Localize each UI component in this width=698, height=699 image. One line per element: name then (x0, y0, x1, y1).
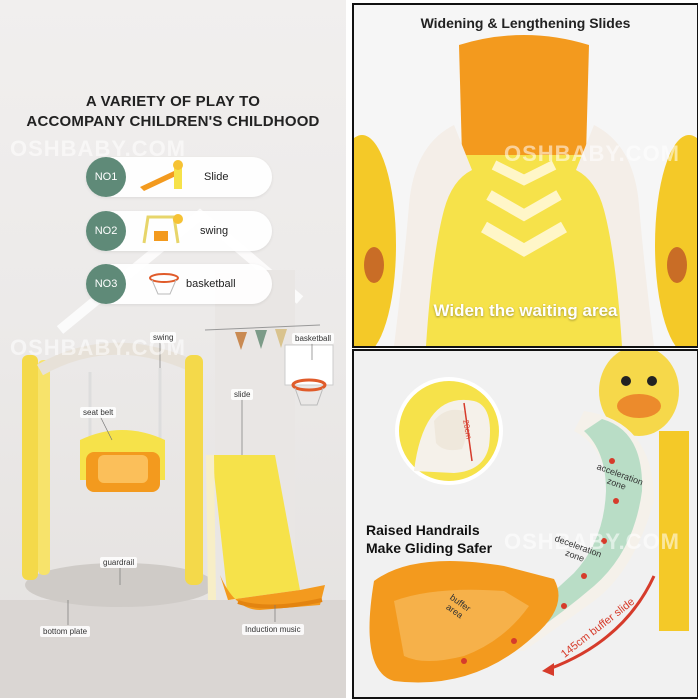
callout-guardrail: guardrail (100, 557, 138, 568)
watermark: OSHBABY.COM (504, 529, 681, 554)
feature-label: Slide (204, 171, 229, 183)
callout-induction-music: Induction music (242, 624, 304, 635)
feature-label: basketball (186, 278, 236, 290)
callout-basketball: basketball (292, 333, 335, 344)
feature-label: swing (200, 225, 229, 237)
curved-slide-illustration (369, 351, 689, 683)
slide-closeup-illustration (354, 35, 697, 346)
panel-caption: Widen the waiting area (433, 301, 618, 320)
handrail-panel: 20cm Raised Handrails Make Gliding Safer… (352, 349, 698, 699)
callout-bottom-plate: bottom plate (40, 626, 91, 637)
panel-title: Raised Handrails Make Gliding Safer (366, 521, 526, 557)
play-features-panel: A VARIETY OF PLAY TO ACCOMPANY CHILDREN'… (0, 0, 346, 698)
panel-heading-line-2: ACCOMPANY CHILDREN'S CHILDHOOD (26, 113, 320, 130)
watermark: OSHBABY.COM (504, 141, 681, 166)
callout-swing: swing (150, 332, 177, 343)
panel-title-line-2: Make Gliding Safer (366, 540, 493, 556)
callout-slide: slide (231, 389, 254, 400)
feature-number-badge: NO1 (86, 157, 126, 197)
watermark: OSHBABY.COM (10, 136, 187, 161)
panel-title-line-1: Raised Handrails (366, 522, 480, 538)
feature-item-basketball: NO3 basketball (86, 264, 272, 304)
feature-item-swing: NO2 swing (86, 211, 272, 251)
basketball-hoop-icon (149, 273, 179, 295)
panel-title: Widening & Lengthening Slides (420, 15, 631, 31)
swing-thumbnail-icon (142, 214, 183, 244)
feature-number-badge: NO3 (86, 264, 126, 304)
panel-heading-line-1: A VARIETY OF PLAY TO (85, 93, 261, 110)
feature-item-slide: NO1 Slide (86, 157, 272, 197)
playset-illustration (0, 208, 346, 698)
feature-number-badge: NO2 (86, 211, 126, 251)
slide-thumbnail-icon (140, 160, 183, 191)
callout-seat-belt: seat belt (80, 407, 117, 418)
wide-slide-panel: Widening & Lengthening Slides OSHBABY.CO… (352, 3, 698, 348)
